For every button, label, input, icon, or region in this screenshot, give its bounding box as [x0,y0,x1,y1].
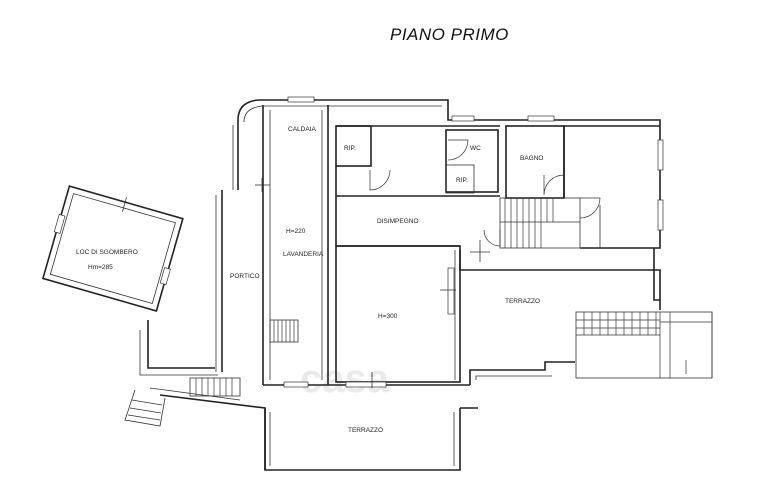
watermark: casa [300,357,390,401]
room-label-h220: H=220 [286,228,306,235]
window [345,381,387,388]
room-label-caldaia: CALDAIA [288,126,316,133]
annex-connector-wall [147,320,215,369]
room-label-portico: PORTICO [230,273,260,280]
right-stairs [575,311,713,379]
plan-title: PIANO PRIMO [390,25,509,44]
room-label-bagno: BAGNO [520,155,543,162]
room-label-lavanderia: LAVANDERIA [283,251,324,258]
window [283,381,309,388]
lower-left-stairs [124,377,241,427]
room-label-rip-2: RIP. [456,177,468,184]
window [287,96,315,103]
bagno-room [505,125,565,199]
door-swing [543,174,565,196]
window [657,139,664,171]
central-stairs [499,197,581,249]
h300-room [335,245,461,383]
door-swing [369,169,391,191]
terrazzo-right-wall [459,250,661,310]
door-swing [447,139,469,161]
storage-room [41,185,184,312]
room-label-disimpegno: DISIMPEGNO [377,218,419,225]
room-label-hm285: Hm=285 [88,264,113,271]
lavanderia-stairs [269,319,299,343]
door-swing [483,229,501,247]
room-label-terrazzo-right: TERRAZZO [505,298,540,305]
room-label-terrazzo-bottom: TERRAZZO [348,427,383,434]
window [657,199,664,231]
window [447,267,455,315]
room-label-h300: H=300 [378,313,398,320]
outer-wall [237,99,661,249]
room-label-rip-1: RIP. [344,145,356,152]
wc-room [445,129,499,193]
terrazzo-bottom-wall [264,408,461,471]
room-label-wc: WC [470,145,481,152]
window [527,115,555,122]
room-label-loc-sgombero: LOC DI SGOMBERO [76,249,138,256]
door-swing [579,197,601,219]
window [451,115,475,122]
